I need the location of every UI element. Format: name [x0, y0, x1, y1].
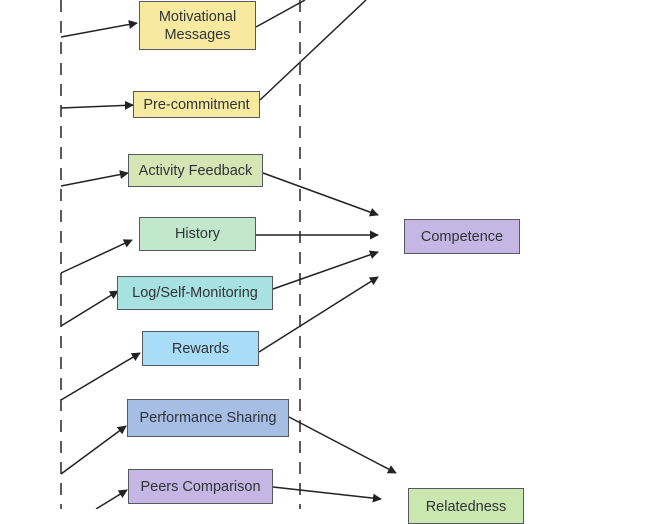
arrow-rewards-to-competence — [258, 276, 379, 353]
node-motivational-messages: Motivational Messages — [139, 1, 256, 50]
arrow-into-activity-feedback — [60, 170, 129, 187]
diagram-canvas — [60, 0, 397, 509]
arrow-log-self-monitoring-to-competence — [272, 250, 379, 290]
arrow-activity-feedback-to-competence — [262, 172, 379, 217]
node-peers-comparison: Peers Comparison — [128, 469, 273, 504]
node-competence: Competence — [404, 219, 520, 254]
node-relatedness: Relatedness — [408, 488, 524, 524]
arrow-into-motivational-messages — [60, 20, 138, 38]
arrow-out-motivational-messages — [255, 0, 306, 28]
node-rewards: Rewards — [142, 331, 259, 366]
arrow-into-performance-sharing — [60, 425, 127, 475]
node-pre-commitment: Pre-commitment — [133, 91, 260, 118]
arrow-into-history — [60, 239, 133, 274]
node-activity-feedback: Activity Feedback — [128, 154, 263, 187]
arrow-into-peers-comparison — [95, 489, 128, 509]
node-performance-sharing: Performance Sharing — [127, 399, 289, 437]
arrow-into-pre-commitment — [60, 100, 134, 110]
arrow-into-log-self-monitoring — [60, 290, 119, 327]
arrow-performance-sharing-to-relatedness — [288, 416, 397, 474]
arrow-out-pre-commitment — [259, 0, 367, 101]
node-history: History — [139, 217, 256, 251]
arrow-peers-comparison-to-relatedness — [272, 486, 382, 503]
arrow-into-rewards — [60, 352, 141, 401]
node-log-self-monitoring: Log/Self-Monitoring — [117, 276, 273, 310]
